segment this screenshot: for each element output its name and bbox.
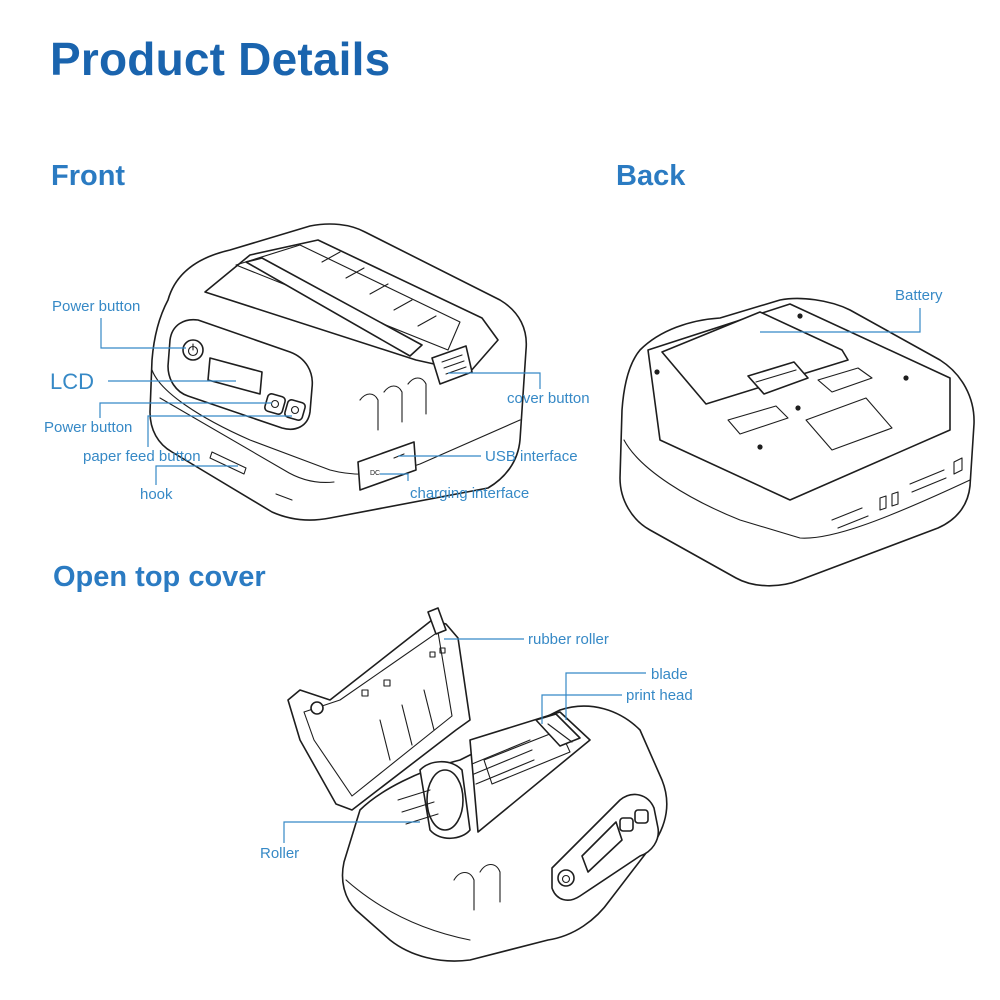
label-power-button-top: Power button: [52, 298, 140, 315]
power-icon-small: [270, 399, 280, 409]
section-title-back: Back: [616, 160, 686, 192]
label-paper-feed-button: paper feed button: [83, 448, 201, 465]
back-printer-drawing: [619, 297, 975, 587]
label-hook: hook: [140, 486, 173, 503]
open-printer-drawing: [287, 607, 668, 962]
label-blade: blade: [651, 666, 688, 683]
label-usb-interface: USB interface: [485, 448, 578, 465]
section-title-open-top-cover: Open top cover: [53, 561, 266, 593]
section-title-front: Front: [51, 160, 126, 192]
label-power-button-side: Power button: [44, 419, 132, 436]
label-charging-interface: charging interface: [410, 485, 529, 502]
front-printer-drawing: DC: [149, 223, 528, 521]
label-print-head: print head: [626, 687, 693, 704]
paper-feed-icon: [290, 405, 300, 415]
dc-port-icon: DC: [370, 470, 380, 477]
page-title: Product Details: [50, 33, 391, 85]
label-battery: Battery: [895, 287, 943, 304]
label-lcd: LCD: [50, 369, 94, 394]
label-rubber-roller: rubber roller: [528, 631, 609, 648]
label-cover-button: cover button: [507, 390, 590, 407]
label-roller: Roller: [260, 845, 299, 862]
